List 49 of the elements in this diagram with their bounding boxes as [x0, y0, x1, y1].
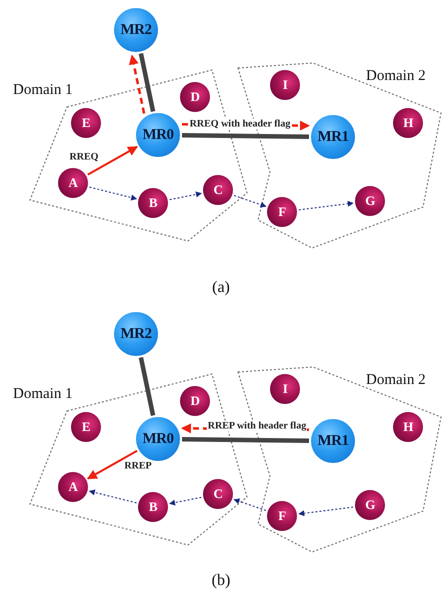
panel-caption: (b) — [212, 572, 230, 590]
edge-label: RREQ — [68, 152, 100, 162]
client-node: D — [180, 386, 210, 416]
client-node: G — [355, 490, 385, 520]
domain-label: Domain 1 — [13, 386, 73, 402]
link-line — [138, 53, 156, 112]
router-node: MR1 — [311, 115, 355, 159]
arrow — [298, 506, 354, 516]
client-node: I — [270, 374, 300, 404]
arrow — [298, 200, 354, 210]
arrow — [169, 496, 202, 506]
domain-label: Domain 2 — [366, 68, 426, 84]
client-node: A — [58, 168, 88, 198]
client-node: B — [138, 492, 168, 522]
client-node: C — [203, 175, 233, 205]
edge-label: RREQ with header flag — [188, 118, 292, 130]
client-node: D — [180, 82, 210, 112]
arrow — [234, 195, 266, 208]
arrow — [169, 191, 202, 200]
edge-label: RREP — [123, 460, 153, 472]
domain-label: Domain 2 — [366, 372, 426, 388]
link-line — [182, 133, 310, 139]
edge-label: RREP with header flag — [206, 420, 308, 432]
router-node: MR2 — [114, 312, 158, 356]
arrow — [234, 498, 266, 511]
router-node: MR0 — [136, 417, 180, 461]
arrow — [88, 490, 137, 504]
client-node: B — [138, 188, 168, 218]
arrow — [87, 146, 138, 176]
client-node: G — [355, 186, 385, 216]
client-node: E — [71, 108, 101, 138]
domain-label: Domain 1 — [13, 82, 73, 98]
arrow — [86, 450, 138, 480]
client-node: A — [58, 472, 88, 502]
router-node: MR2 — [114, 8, 158, 52]
client-node: H — [393, 108, 423, 138]
client-node: F — [267, 197, 297, 227]
client-node: E — [71, 412, 101, 442]
router-node: MR0 — [136, 113, 180, 157]
client-node: C — [203, 479, 233, 509]
arrow — [89, 186, 138, 200]
link-line — [182, 437, 310, 443]
client-node: F — [267, 501, 297, 531]
router-node: MR1 — [311, 419, 355, 463]
panel-caption: (a) — [212, 279, 230, 297]
link-line — [138, 357, 156, 416]
client-node: I — [270, 70, 300, 100]
arrow — [128, 54, 146, 114]
client-node: H — [393, 412, 423, 442]
